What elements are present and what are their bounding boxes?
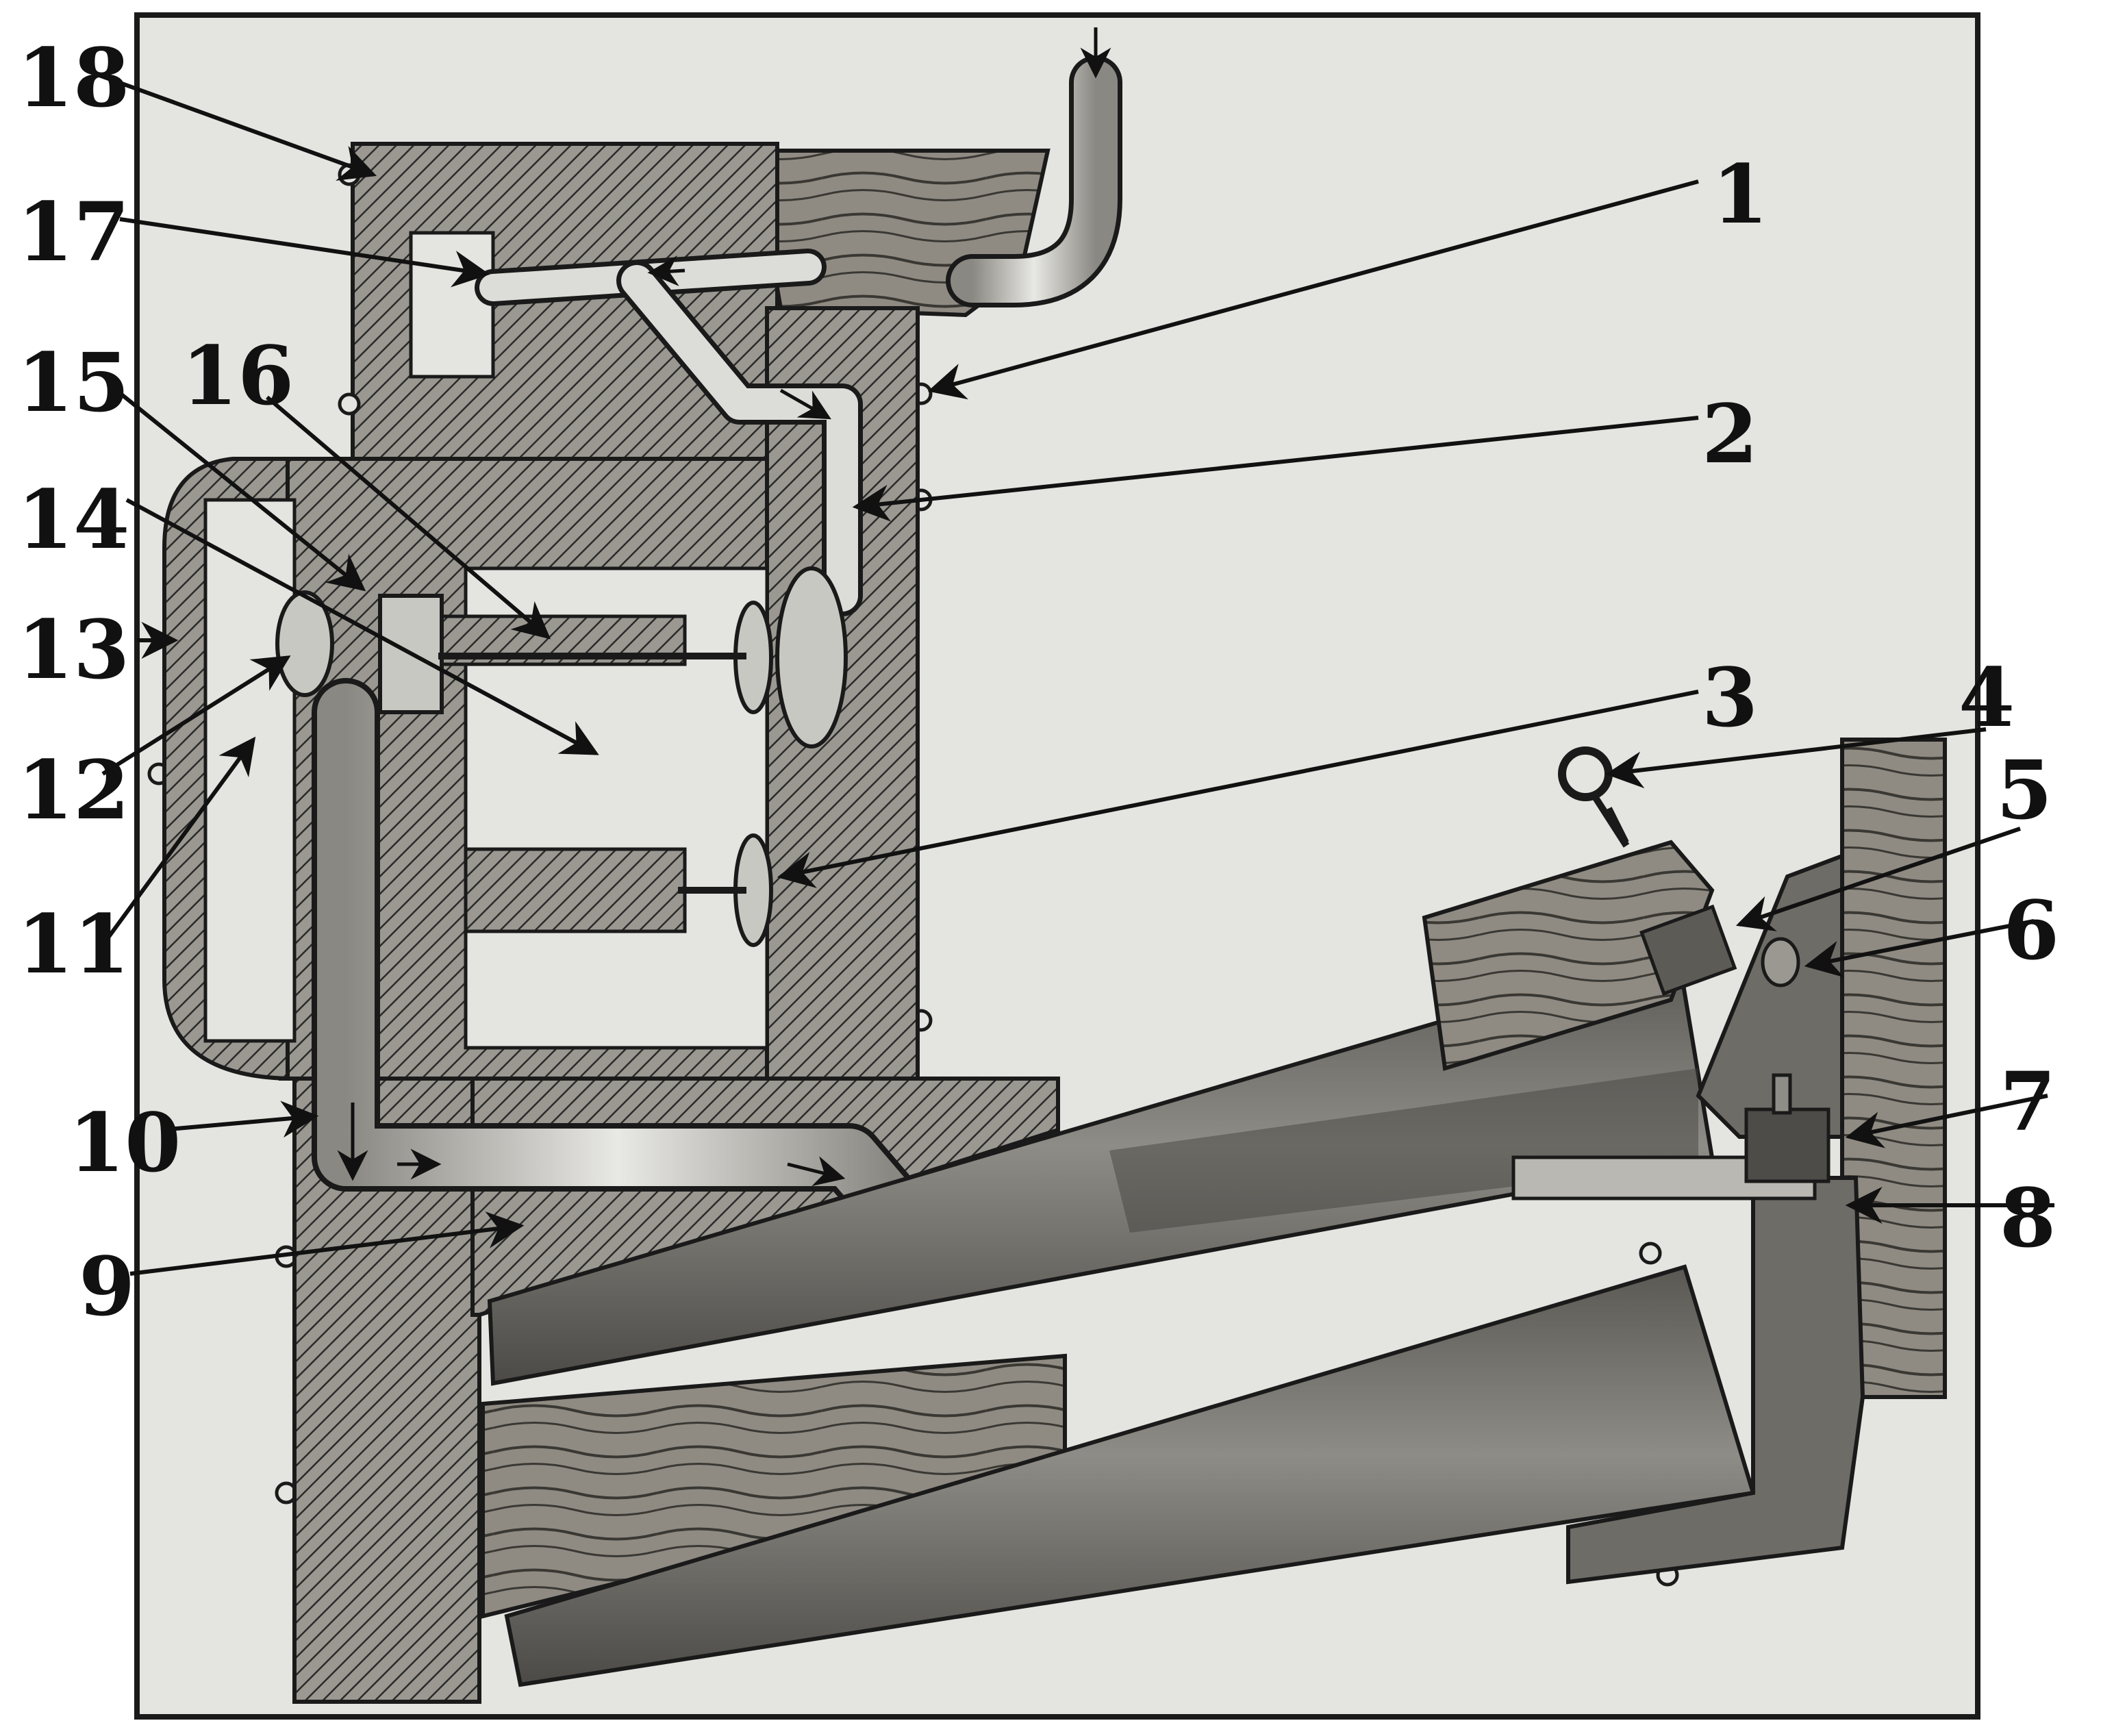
callout-3: 3 <box>1702 650 1758 745</box>
callout-14: 14 <box>17 472 129 567</box>
callout-9: 9 <box>79 1239 135 1334</box>
callout-1: 1 <box>1712 147 1768 242</box>
wind-channels <box>312 55 1122 1240</box>
callout-12: 12 <box>17 742 129 838</box>
callout-4: 4 <box>1959 650 2015 745</box>
valve-stems <box>438 653 746 894</box>
callout-11: 11 <box>17 896 129 992</box>
flow-arrows <box>337 27 1111 1187</box>
eye-bolt-shank <box>1592 796 1630 848</box>
callout-16: 16 <box>181 328 294 423</box>
callout-17: 17 <box>17 184 129 279</box>
callout-5: 5 <box>1996 742 2052 838</box>
upper-cone-bore <box>1109 1068 1698 1233</box>
leader-lines <box>98 73 2054 1276</box>
callout-7: 7 <box>2000 1054 2056 1149</box>
callout-10: 10 <box>68 1095 181 1190</box>
callout-2: 2 <box>1702 386 1758 481</box>
callout-labels: 18 17 15 16 14 13 12 11 10 9 1 2 3 4 5 6… <box>17 30 2059 1334</box>
callout-15: 15 <box>17 335 129 430</box>
callout-6: 6 <box>2003 883 2059 978</box>
adjusters <box>1607 807 1830 1183</box>
callout-8: 8 <box>2000 1170 2056 1266</box>
callout-13: 13 <box>17 602 129 697</box>
valves <box>275 566 848 947</box>
callout-18: 18 <box>17 30 129 125</box>
